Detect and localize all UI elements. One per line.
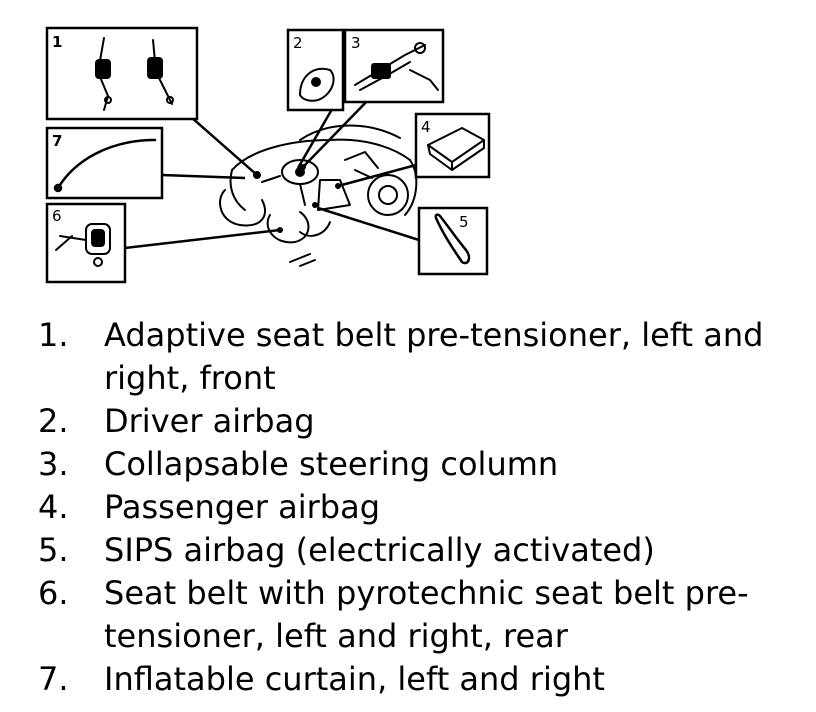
legend-item: 3. Collapsable steering column	[38, 443, 808, 486]
sips-airbag-icon	[434, 213, 471, 265]
legend-item-number: 5.	[38, 531, 69, 569]
rear-seat-belt-pretensioner-icon	[55, 223, 111, 267]
legend-item-number: 7.	[38, 660, 69, 698]
legend-item-number: 3.	[38, 445, 69, 483]
legend-item: 1. Adaptive seat belt pre-tensioner, lef…	[38, 314, 808, 400]
safety-components-diagram: 1 2 3 4	[45, 26, 491, 284]
leader-lines	[124, 95, 420, 250]
callout-number-2: 2	[293, 34, 303, 52]
legend-item-number: 1.	[38, 316, 69, 354]
legend-item-text: SIPS airbag (electrically activated)	[104, 531, 655, 569]
callout-number-7: 7	[52, 132, 62, 150]
legend-item-number: 6.	[38, 574, 69, 612]
legend-item: 6. Seat belt with pyrotechnic seat belt …	[38, 572, 808, 658]
callout-box-3: 3	[343, 28, 445, 104]
legend-item: 5. SIPS airbag (electrically activated)	[38, 529, 808, 572]
legend-item-text: Seat belt with pyrotechnic seat belt pre…	[104, 574, 749, 655]
callout-box-6: 6	[45, 202, 127, 284]
callout-number-5: 5	[459, 213, 469, 231]
component-legend: 1. Adaptive seat belt pre-tensioner, lef…	[38, 314, 808, 701]
callout-number-3: 3	[351, 34, 361, 52]
callout-box-1: 1	[45, 26, 199, 121]
callout-box-4: 4	[414, 112, 491, 179]
legend-item-text: Inflatable curtain, left and right	[104, 660, 605, 698]
callout-number-1: 1	[52, 33, 62, 51]
callout-number-4: 4	[421, 118, 431, 136]
callout-box-5: 5	[417, 206, 489, 276]
callout-number-6: 6	[52, 207, 62, 225]
car-interior-illustration	[219, 124, 418, 267]
legend-item: 4. Passenger airbag	[38, 486, 808, 529]
legend-item-number: 4.	[38, 488, 69, 526]
legend-item-text: Driver airbag	[104, 402, 315, 440]
legend-item-text: Collapsable steering column	[104, 445, 559, 483]
callout-box-7: 7	[45, 126, 164, 200]
passenger-airbag-icon	[427, 127, 485, 171]
component-anchor-points	[253, 164, 341, 233]
inflatable-curtain-icon	[53, 138, 157, 193]
legend-item: 7. Inflatable curtain, left and right	[38, 658, 808, 701]
legend-item: 2. Driver airbag	[38, 400, 808, 443]
steering-column-icon	[354, 42, 439, 91]
legend-item-text: Adaptive seat belt pre-tensioner, left a…	[104, 316, 764, 397]
driver-airbag-icon	[298, 67, 335, 102]
callout-box-2: 2	[286, 28, 345, 112]
legend-item-number: 2.	[38, 402, 69, 440]
legend-item-text: Passenger airbag	[104, 488, 380, 526]
seat-belt-pretensioner-icon	[95, 37, 174, 111]
